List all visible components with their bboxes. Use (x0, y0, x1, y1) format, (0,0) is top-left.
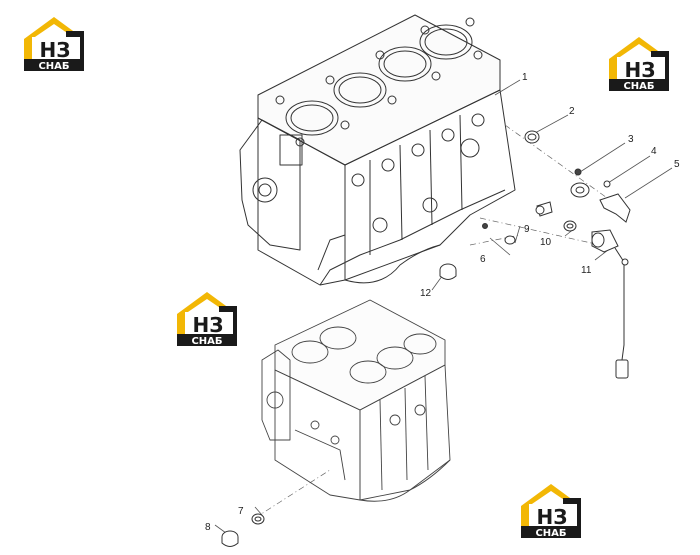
explode-dash-lines (254, 124, 611, 519)
callout-9: 9 (524, 224, 530, 235)
callout-12: 12 (420, 288, 432, 299)
logo-top-left: НЗ СНАБ (24, 17, 84, 72)
callout-7: 7 (238, 506, 244, 517)
callout-4: 4 (651, 146, 657, 157)
callout-5: 5 (674, 159, 680, 170)
engine-block-lower (261, 299, 451, 502)
logo-bottom-right: НЗ СНАБ (521, 484, 581, 539)
logo-small-text: СНАБ (623, 81, 654, 92)
engine-block-upper (239, 14, 516, 286)
callout-6: 6 (480, 254, 486, 265)
logo-top-right: НЗ СНАБ (609, 37, 669, 92)
logo-small-text: СНАБ (191, 336, 222, 347)
callout-11: 11 (581, 265, 592, 276)
logo-big-text: НЗ (40, 38, 71, 62)
callout-1: 1 (522, 72, 528, 83)
logo-middle-left: НЗ СНАБ (177, 292, 237, 347)
logo-big-text: НЗ (193, 313, 224, 337)
small-parts (221, 130, 631, 547)
callout-8: 8 (205, 522, 211, 533)
callout-3: 3 (628, 134, 634, 145)
logo-small-text: СНАБ (38, 61, 69, 72)
logo-big-text: НЗ (537, 505, 568, 529)
callout-10: 10 (540, 237, 552, 248)
logo-small-text: СНАБ (535, 528, 566, 539)
callout-labels: 1 2 3 4 5 6 7 8 9 10 11 12 (205, 72, 680, 533)
logo-big-text: НЗ (625, 58, 656, 82)
callout-2: 2 (569, 106, 575, 117)
